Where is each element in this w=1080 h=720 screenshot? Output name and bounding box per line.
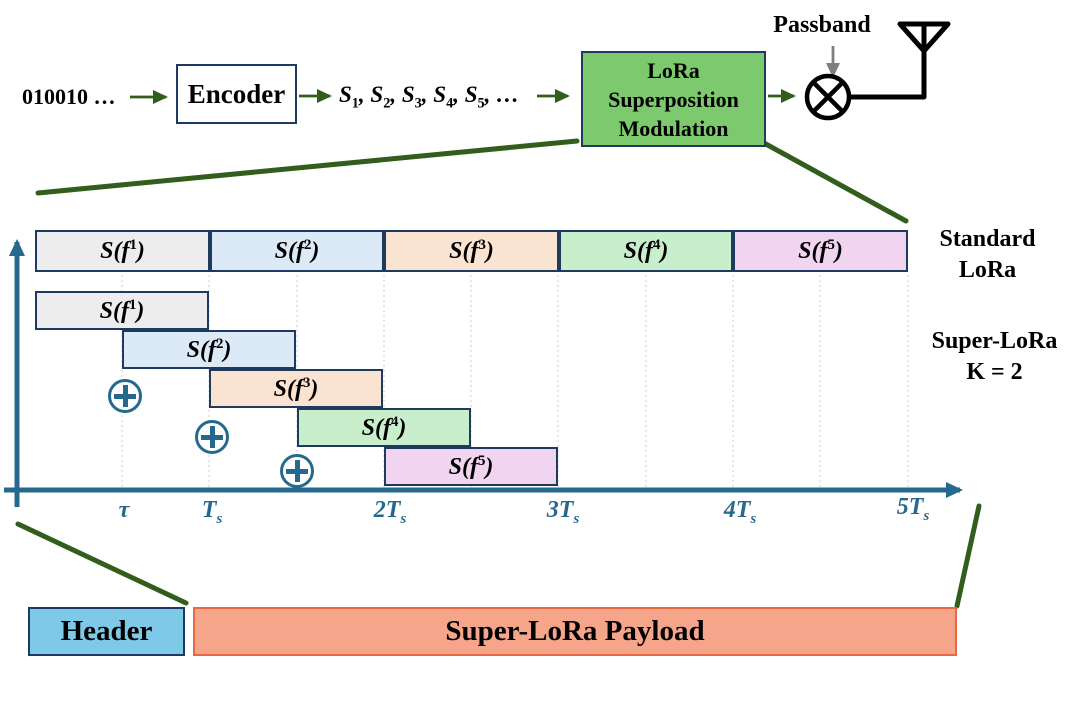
super-block-4: S(f4) (297, 408, 471, 447)
payload-box: Super-LoRa Payload (193, 607, 957, 656)
standard-block-5: S(f5) (733, 230, 908, 272)
standard-block-4-label: S(f4) (623, 237, 669, 264)
super-block-2-label: S(f2) (186, 335, 232, 363)
standard-block-2: S(f2) (210, 230, 384, 272)
input-bitstream: 010010 … (22, 84, 116, 109)
super-block-3-label: S(f3) (273, 374, 319, 402)
plus-in-circle-icon (108, 379, 142, 413)
tick-1ts: Ts (201, 497, 223, 527)
header-label: Header (60, 615, 153, 647)
tick-2ts: 2Ts (373, 497, 407, 527)
tick-5ts: 5Ts (896, 494, 930, 524)
symbol-s2: S2, (370, 82, 402, 112)
standard-block-4: S(f4) (559, 230, 733, 272)
symbol-s1: S1, (339, 82, 371, 112)
passband-label: Passband (773, 12, 871, 38)
payload-label: Super-LoRa Payload (445, 615, 705, 647)
super-block-1-label: S(f1) (99, 296, 145, 324)
connector-modulator-left (35, 138, 580, 196)
encoder-label: Encoder (187, 78, 286, 109)
standard-lora-label: Standard LoRa (939, 226, 1036, 283)
tick-4ts: 4Ts (723, 497, 757, 527)
symbol-stream: S1, S2, S3, S4, S5, … (339, 82, 520, 112)
super-block-2: S(f2) (122, 330, 296, 369)
tick-3ts: 3Ts (546, 497, 580, 527)
super-block-1: S(f1) (35, 291, 209, 330)
connector-modulator-right (761, 140, 909, 224)
super-block-5-label: S(f5) (448, 452, 494, 480)
modulator-box: LoRa Superposition Modulation (581, 51, 766, 147)
standard-block-5-label: S(f5) (798, 237, 843, 264)
encoder-box: Encoder (176, 64, 297, 124)
tick-tau: τ (118, 497, 130, 523)
standard-block-1-label: S(f1) (100, 237, 145, 264)
super-block-3: S(f3) (209, 369, 383, 408)
symbol-s3: S3, (401, 82, 434, 112)
standard-block-1: S(f1) (35, 230, 210, 272)
multiply-in-circle-icon (804, 73, 852, 121)
connector-payload-right (954, 503, 982, 609)
standard-block-3: S(f3) (384, 230, 559, 272)
symbol-s4: S4, (433, 82, 465, 112)
modulator-label: LoRa Superposition Modulation (608, 57, 739, 141)
standard-block-3-label: S(f3) (449, 237, 494, 264)
super-lora-k2-label: Super-LoRa K = 2 (931, 328, 1058, 385)
symbol-s5: S5, … (464, 82, 520, 112)
plus-in-circle-icon (195, 420, 229, 454)
standard-block-2-label: S(f2) (274, 237, 320, 264)
super-block-4-label: S(f4) (361, 413, 407, 441)
connector-payload-left (15, 521, 189, 606)
super-block-5: S(f5) (384, 447, 558, 486)
header-box: Header (28, 607, 185, 656)
plus-in-circle-icon (280, 454, 314, 488)
antenna-icon (851, 21, 951, 100)
